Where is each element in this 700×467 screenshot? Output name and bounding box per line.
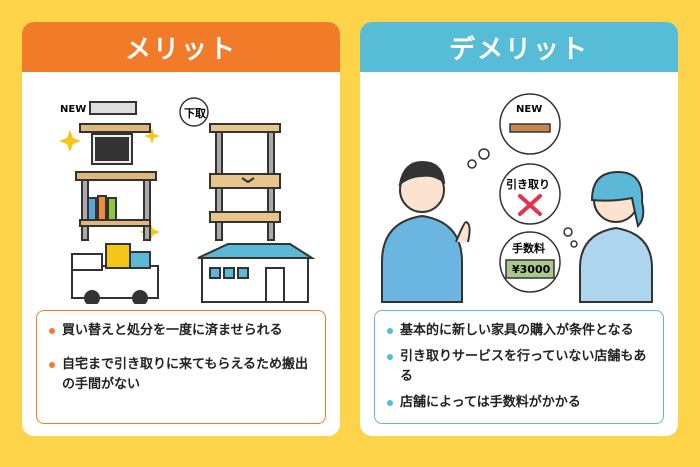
bubble-hikitori-label: 引き取り: [506, 177, 550, 191]
woman-icon: [579, 170, 653, 303]
bullet-dot: [387, 400, 393, 406]
table-icon: [509, 123, 551, 133]
merit-illustration: NEW 下取: [59, 97, 316, 304]
bullet-dot: [49, 328, 55, 334]
demerit-point: 基本的に新しい家具の購入が条件となる: [387, 321, 651, 341]
demerit-illustration: NEW 引き取り 手数料 ¥3000: [381, 93, 653, 303]
shitadori-tag: 下取: [184, 107, 206, 120]
store-building-icon: [197, 243, 316, 303]
merit-point: 自宅まで引き取りに来てもらえるため搬出の手間がない: [49, 355, 313, 395]
old-shelf-icon: [209, 123, 281, 241]
merit-points-box: 買い替えと処分を一度に済ませられる 自宅まで引き取りに来てもらえるため搬出の手間…: [36, 310, 326, 424]
merit-header: メリット: [22, 22, 340, 72]
merit-card: メリット NEW 下取: [22, 22, 340, 436]
delivery-truck-icon: [71, 243, 159, 304]
cross-icon: [518, 194, 542, 216]
merit-point: 買い替えと処分を一度に済ませられる: [49, 321, 313, 341]
bubble-new-label: NEW: [516, 104, 542, 115]
demerit-points-box: 基本的に新しい家具の購入が条件となる 引き取りサービスを行っていない店舗もある …: [374, 310, 664, 424]
bubble-fee-label: 手数料: [512, 241, 545, 255]
new-computer-desk-icon: [75, 101, 157, 241]
bullet-dot: [387, 328, 393, 334]
money-bill-icon: [505, 259, 555, 279]
demerit-header: デメリット: [360, 22, 678, 72]
demerit-card: デメリット NEW 引き取り 手数料 ¥3000: [360, 22, 678, 436]
demerit-point: 引き取りサービスを行っていない店舗もある: [387, 347, 651, 387]
new-tag: NEW: [60, 104, 86, 115]
bullet-dot: [49, 362, 55, 368]
demerit-point: 店舗によっては手数料がかかる: [387, 393, 651, 413]
fee-amount: ¥3000: [512, 263, 551, 276]
bullet-dot: [387, 354, 393, 360]
man-icon: [381, 160, 471, 303]
